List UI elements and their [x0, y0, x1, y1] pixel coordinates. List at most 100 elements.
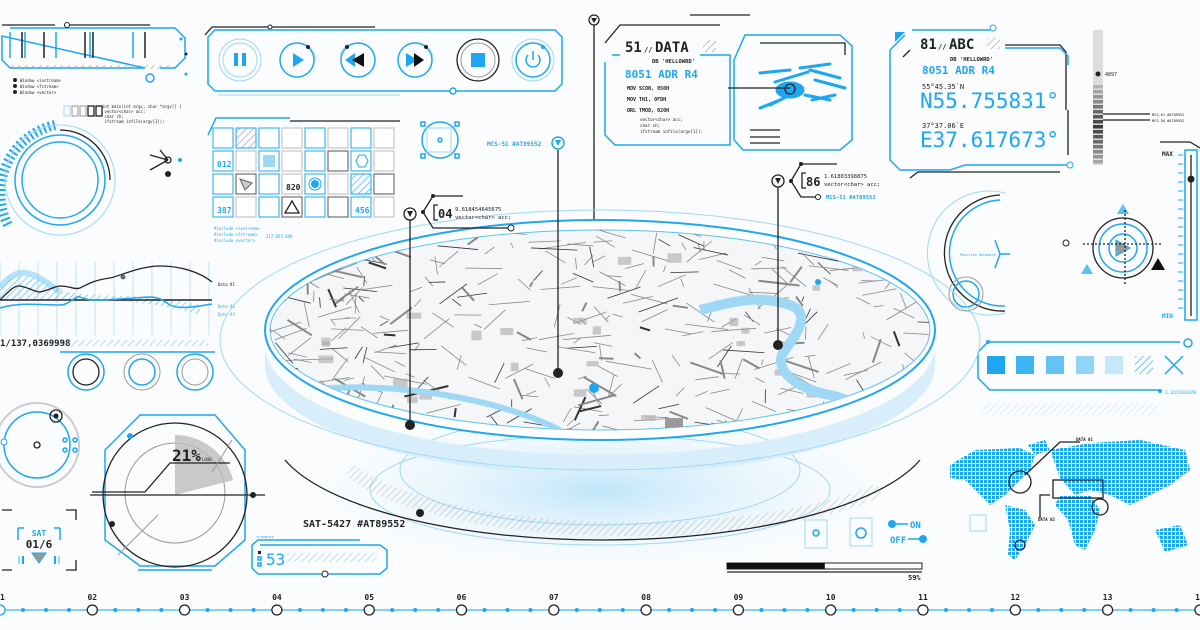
pause-button[interactable] — [218, 38, 262, 82]
fast-forward-button[interactable] — [397, 42, 434, 78]
timeline-dot — [297, 608, 302, 612]
grid-panel: 012 820 387 456 #include <iostream>#incl… — [207, 117, 400, 243]
drone-icon — [758, 62, 847, 110]
scale-marker: MCS-61 #AT89552 — [1152, 113, 1184, 117]
series-label: Data #2 — [218, 304, 235, 309]
street-line — [801, 296, 805, 302]
street-line — [467, 236, 479, 246]
scale-bar — [1093, 95, 1103, 99]
street-line — [545, 250, 566, 264]
street-line — [439, 250, 459, 268]
street-line — [483, 309, 506, 330]
scale-bar — [1093, 85, 1103, 89]
street-line — [658, 238, 671, 247]
street-line — [423, 318, 450, 340]
date-value: 01/6 — [26, 538, 53, 551]
grid-cell — [327, 173, 349, 195]
street-line — [873, 394, 890, 403]
timeline-dot — [1174, 608, 1179, 612]
building-block — [471, 330, 482, 341]
street-line — [544, 377, 551, 388]
street-line — [338, 286, 359, 301]
street-line — [363, 276, 365, 287]
street-line — [805, 234, 822, 243]
street-line — [612, 313, 624, 318]
callout-number: 86 — [806, 175, 820, 189]
building-block — [640, 414, 656, 421]
street-line — [319, 240, 330, 244]
street-line — [424, 276, 434, 287]
street-line — [599, 271, 626, 287]
timeline-label: 02 — [87, 593, 97, 602]
street-line — [761, 256, 785, 262]
timeline-dot — [1151, 608, 1156, 612]
street-line — [751, 267, 787, 270]
timeline-label: 08 — [641, 593, 651, 602]
street-line — [873, 235, 883, 246]
street-line — [680, 278, 685, 287]
callout-value: 1.61803398875 — [824, 174, 867, 180]
street-line — [282, 259, 299, 282]
street-line — [685, 302, 715, 323]
street-line — [270, 290, 271, 302]
callout-tag: MCS-51 #AT89552 — [826, 195, 876, 201]
timeline-label: 10 — [826, 593, 836, 602]
grid-cell — [212, 196, 234, 218]
street-line — [370, 365, 385, 380]
street-line — [728, 269, 746, 279]
building-block — [573, 389, 587, 397]
street-line — [695, 376, 719, 381]
load-wedge — [175, 435, 234, 495]
street-line — [896, 230, 910, 236]
grid-cell — [281, 127, 303, 149]
street-line — [441, 345, 467, 366]
street-line — [671, 354, 681, 367]
street-line — [598, 414, 609, 416]
street-line — [484, 246, 495, 255]
street-line — [389, 306, 413, 325]
street-line — [657, 274, 686, 288]
building-block — [510, 362, 519, 372]
street-line — [780, 387, 804, 394]
code-snippet: int main(int argc, char *argv[] { vector… — [102, 104, 181, 124]
on-off-toggle[interactable]: ON OFF — [888, 520, 927, 546]
street-line — [473, 323, 482, 328]
grid-readout: 217.855.498 — [266, 234, 293, 239]
target-reticle — [420, 121, 460, 159]
callout-code: vector<char> acc; — [824, 182, 880, 188]
level-gauge[interactable]: MAX MIN — [1160, 141, 1200, 321]
timeline-dot — [113, 608, 118, 612]
street-line — [369, 232, 373, 247]
stop-button[interactable] — [456, 38, 500, 82]
street-line — [510, 242, 514, 248]
street-line — [583, 376, 617, 397]
rewind-button[interactable] — [339, 42, 376, 78]
control-cluster: ON OFF 59% — [726, 517, 927, 582]
timeline-dot — [1059, 608, 1064, 612]
gauge-knob[interactable] — [1187, 175, 1195, 183]
building-block — [741, 327, 750, 334]
street-line — [908, 243, 916, 249]
street-line — [453, 407, 457, 418]
grid-cell — [258, 196, 280, 218]
color-swatches: 3.14159265359 — [977, 338, 1197, 415]
power-button[interactable] — [511, 38, 555, 82]
gauge-min: MIN — [1162, 313, 1173, 320]
pause-icon — [234, 53, 238, 66]
map-tag: MCS-51 #AT89552 — [487, 141, 542, 148]
street-line — [293, 358, 312, 363]
street-line — [675, 387, 685, 397]
street-line — [270, 429, 274, 430]
street-line — [604, 315, 610, 321]
timeline-node — [825, 604, 837, 616]
street-line — [605, 360, 652, 370]
street-line — [379, 315, 390, 321]
street-line — [538, 333, 574, 341]
street-line — [870, 336, 892, 348]
street-line — [517, 278, 531, 291]
scale-bar — [1093, 120, 1103, 124]
street-line — [272, 330, 286, 340]
play-button[interactable] — [279, 42, 317, 78]
series-label: Data #3 — [218, 312, 235, 317]
